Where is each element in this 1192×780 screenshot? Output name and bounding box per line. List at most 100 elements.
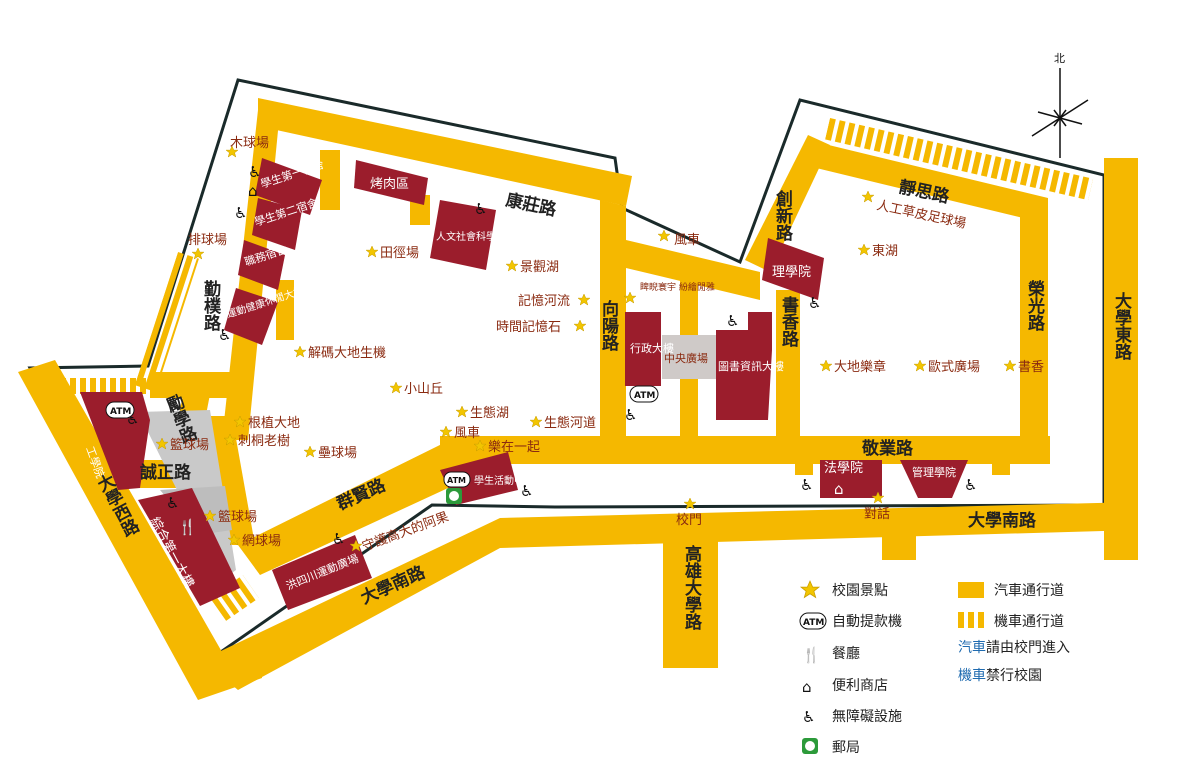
spot-artificial-turf: 人工草皮足球場 — [875, 198, 967, 232]
spot-tennis: 網球場 — [242, 534, 281, 549]
label-central-plaza: 中央廣場 — [664, 351, 708, 365]
label-science: 理學院 — [772, 265, 811, 280]
road-label-rongguang: 榮光路 — [1024, 279, 1046, 332]
legend-accessible: 無障礙設施 — [832, 709, 902, 725]
road-label-kangzhuang: 康莊路 — [504, 189, 559, 220]
building-library — [716, 312, 772, 420]
spot-sculpture: 睥睨寰宇 紛繪閒雅 — [640, 281, 715, 293]
building-complex — [138, 488, 240, 606]
svg-text:ATM: ATM — [634, 391, 655, 401]
legend-moto-note: 機車禁行校園 — [958, 667, 1042, 684]
label-admin: 行政大樓 — [630, 341, 674, 355]
accessible-icon: ♿ — [802, 708, 815, 726]
compass-rose: 北 — [1031, 52, 1089, 158]
spot-fengche-2: 風車 — [454, 426, 480, 441]
accessible-icon: ♿ — [964, 476, 977, 494]
road-label-gaoxiong: 高雄大學路 — [681, 544, 703, 631]
spot-dadi-music: 大地樂章 — [834, 359, 886, 375]
building-dorm1 — [255, 158, 322, 215]
atm-icon — [799, 612, 827, 630]
accessible-icon: ♿ — [166, 494, 179, 512]
legend: 校園景點 ATM 自動提款機 🍴 餐廳 ⌂ 便利商店 ♿ 無障礙設施 郵局 汽車… — [799, 580, 1070, 756]
spot-dialogue: 對話 — [864, 506, 890, 522]
building-dorm2 — [252, 198, 302, 250]
map-icons: ♿ ⌂ ♿ ♿ ♿ ♿ ♿ ♿ ♿ ♿ 🍴 ♿ ♿ ♿ ♿ ATM ATM AT… — [105, 163, 977, 548]
buildings — [80, 158, 968, 610]
star-icon — [657, 229, 671, 242]
building-management — [900, 460, 968, 498]
road-label-jingye: 敬業路 — [861, 438, 914, 459]
road-label-shuxiang: 書香路 — [778, 295, 799, 348]
star-icon — [529, 415, 543, 428]
star-icon — [577, 293, 591, 306]
spot-east-lake: 東湖 — [872, 243, 898, 259]
accessible-icon: ♿ — [332, 530, 345, 548]
restaurant-icon: 🍴 — [178, 518, 197, 536]
legend-spot: 校園景點 — [832, 582, 888, 599]
spot-roots: 根植大地 — [248, 416, 300, 431]
label-bbq: 烤肉區 — [370, 177, 409, 192]
spot-softball: 壘球場 — [318, 446, 357, 461]
star-icon — [303, 445, 317, 458]
legend-moto-road: 機車通行道 — [994, 613, 1064, 630]
legend-atm: 自動提款機 — [832, 614, 902, 630]
star-icon — [857, 243, 871, 256]
compass-north-label: 北 — [1054, 52, 1065, 65]
accessible-icon: ♿ — [520, 482, 533, 500]
spot-basketball-1: 籃球場 — [170, 438, 209, 453]
spot-wood-ball: 木球場 — [230, 136, 269, 151]
spot-jingqu-lake: 景觀湖 — [520, 260, 559, 275]
spot-memory-river: 記憶河流 — [518, 293, 570, 309]
spot-hill: 小山丘 — [404, 382, 443, 397]
star-icon — [573, 319, 587, 332]
svg-text:ATM: ATM — [110, 407, 131, 417]
store-icon: ⌂ — [248, 182, 258, 200]
spot-time-stone: 時間記憶石 — [496, 319, 561, 335]
spot-europe-plaza: 歐式廣場 — [928, 360, 980, 375]
accessible-icon: ♿ — [474, 200, 487, 218]
building-staff-dorm — [238, 240, 285, 290]
store-icon: ⌂ — [802, 678, 812, 696]
legend-store: 便利商店 — [832, 678, 888, 694]
legend-restaurant: 餐廳 — [832, 645, 860, 662]
restaurant-icon: 🍴 — [802, 646, 821, 664]
spot-together: 樂在一起 — [488, 439, 540, 455]
star-icon — [389, 381, 403, 394]
accessible-icon: ♿ — [808, 294, 821, 312]
legend-car-note: 汽車請由校門進入 — [958, 639, 1070, 656]
road-network — [18, 98, 1138, 700]
star-icon — [365, 245, 379, 258]
scenic-spots: 木球場 排球場 田徑場 景觀湖 記憶河流 時間記憶石 睥睨寰宇 紛繪閒雅 風車 … — [155, 136, 1044, 555]
road-label-chuangxin: 創新路 — [772, 189, 794, 242]
accessible-icon: ♿ — [248, 163, 261, 181]
building-admin — [625, 312, 661, 386]
star-icon — [455, 405, 469, 418]
accessible-icon: ♿ — [726, 312, 739, 330]
label-library: 圖書資訊大樓 — [718, 359, 784, 373]
accessible-icon: ♿ — [234, 204, 247, 222]
label-management: 管理學院 — [912, 465, 956, 479]
star-icon — [505, 259, 519, 272]
legend-post: 郵局 — [832, 740, 860, 756]
building-law — [820, 460, 882, 498]
spot-eco-lake: 生態湖 — [470, 405, 509, 421]
star-icon — [800, 580, 820, 598]
accessible-icon: ♿ — [624, 406, 637, 424]
spot-thorn-tree: 刺桐老樹 — [238, 434, 290, 449]
star-icon — [819, 359, 833, 372]
spot-track: 田徑場 — [380, 246, 419, 261]
road-label-daxue-east: 大學東路 — [1111, 291, 1132, 361]
central-plaza — [662, 335, 718, 379]
legend-car-road: 汽車通行道 — [994, 582, 1064, 599]
label-law: 法學院 — [824, 461, 863, 476]
building-wellness — [224, 288, 278, 345]
label-student-center: 學生活動中心 — [474, 474, 534, 487]
atm-icon: ATM — [105, 401, 135, 419]
star-icon — [861, 190, 875, 203]
building-hongsi — [272, 535, 372, 610]
accessible-icon: ♿ — [800, 476, 813, 494]
legend-car-swatch — [958, 582, 984, 598]
building-bbq — [354, 160, 428, 205]
atm-icon: ATM — [629, 385, 659, 403]
